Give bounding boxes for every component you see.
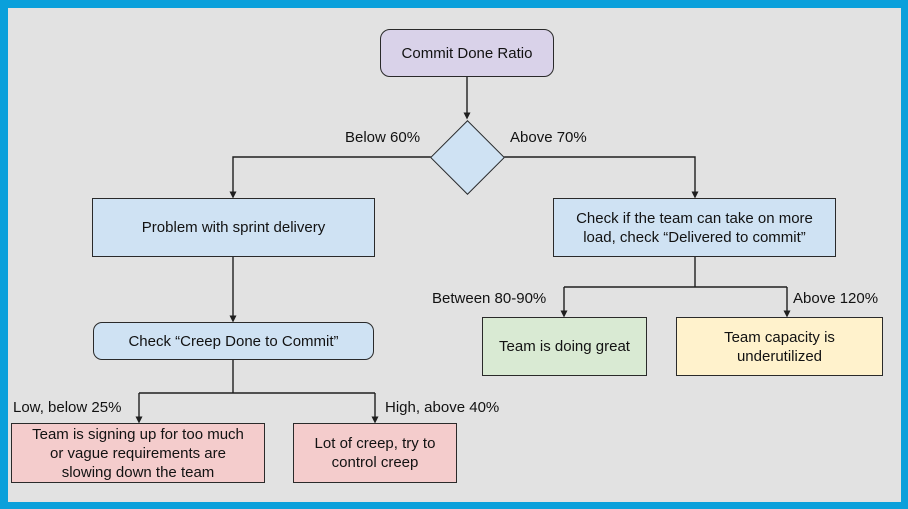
edge-label-above-70: Above 70% (510, 129, 587, 146)
node-check-creep-done-to-commit: Check “Creep Done to Commit” (93, 322, 374, 360)
edge-label-low-below-25: Low, below 25% (13, 399, 122, 416)
node-team-doing-great: Team is doing great (482, 317, 647, 376)
node-check-team-take-more-load: Check if the team can take on more load,… (553, 198, 836, 257)
edge-label-between-80-90: Between 80-90% (432, 290, 547, 307)
edge-label-above-120: Above 120% (793, 290, 879, 307)
node-lot-of-creep: Lot of creep, try to control creep (293, 423, 457, 483)
node-team-capacity-underutilized: Team capacity is underutilized (676, 317, 883, 376)
node-team-signing-up-too-much: Team is signing up for too much or vague… (11, 423, 265, 483)
node-problem-with-sprint-delivery: Problem with sprint delivery (92, 198, 375, 257)
edge-label-below-60: Below 60% (345, 129, 421, 146)
node-commit-done-ratio: Commit Done Ratio (380, 29, 554, 77)
edge-label-high-above-40: High, above 40% (385, 399, 500, 416)
